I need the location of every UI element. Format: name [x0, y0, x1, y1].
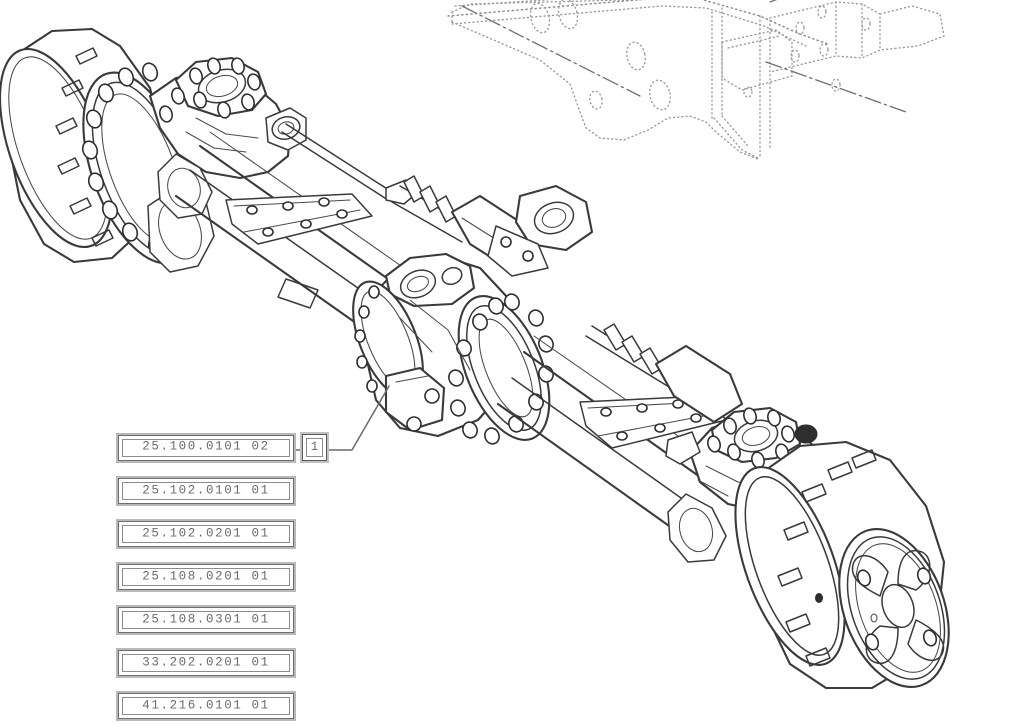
- part-number-inner: 33.202.0201 01: [122, 654, 290, 672]
- list-item[interactable]: 25.102.0201 01: [118, 521, 327, 547]
- list-item[interactable]: 25.100.0101 02 1: [118, 434, 327, 461]
- differential-carrier: [352, 252, 554, 445]
- part-number-inner: 25.108.0201 01: [122, 568, 290, 586]
- list-item[interactable]: 33.202.0201 01: [118, 650, 327, 676]
- right-wheel-hub-drum: [734, 440, 950, 690]
- part-number-text: 25.102.0201 01: [142, 526, 270, 541]
- callout-index-text: 1: [310, 440, 319, 455]
- part-number-box[interactable]: 25.102.0101 01: [118, 478, 294, 504]
- part-number-inner: 41.216.0101 01: [122, 697, 290, 715]
- part-number-inner: 25.100.0101 02: [122, 438, 290, 457]
- part-number-text: 25.102.0101 01: [142, 483, 270, 498]
- part-number-box[interactable]: 25.102.0201 01: [118, 521, 294, 547]
- part-number-box[interactable]: 25.108.0301 01: [118, 607, 294, 633]
- part-number-box[interactable]: 25.108.0201 01: [118, 564, 294, 590]
- part-number-text: 25.100.0101 02: [142, 439, 270, 454]
- left-steering-knuckle: [148, 56, 307, 219]
- right-axle-tube: [496, 323, 744, 550]
- chassis-frame-phantom: [447, 0, 945, 161]
- part-number-inner: 25.102.0201 01: [122, 525, 290, 543]
- drive-shaft: [391, 175, 594, 277]
- part-number-box[interactable]: 33.202.0201 01: [118, 650, 294, 676]
- part-number-text: 33.202.0201 01: [142, 655, 270, 670]
- part-number-inner: 25.108.0301 01: [122, 611, 290, 629]
- parts-number-list: 25.100.0101 02 1 25.102.0101 01 25.102.0…: [118, 434, 327, 719]
- part-number-text: 25.108.0201 01: [142, 569, 270, 584]
- part-number-text: 41.216.0101 01: [142, 698, 270, 713]
- list-item[interactable]: 41.216.0101 01: [118, 693, 327, 719]
- callout-index-inner: 1: [306, 438, 323, 457]
- list-item[interactable]: 25.102.0101 01: [118, 478, 327, 504]
- list-item[interactable]: 25.108.0301 01: [118, 607, 327, 633]
- callout-index-box[interactable]: 1: [302, 434, 327, 461]
- list-item[interactable]: 25.108.0201 01: [118, 564, 327, 590]
- part-number-box[interactable]: 41.216.0101 01: [118, 693, 294, 719]
- part-number-text: 25.108.0301 01: [142, 612, 270, 627]
- part-number-inner: 25.102.0101 01: [122, 482, 290, 500]
- part-number-box[interactable]: 25.100.0101 02: [118, 434, 294, 461]
